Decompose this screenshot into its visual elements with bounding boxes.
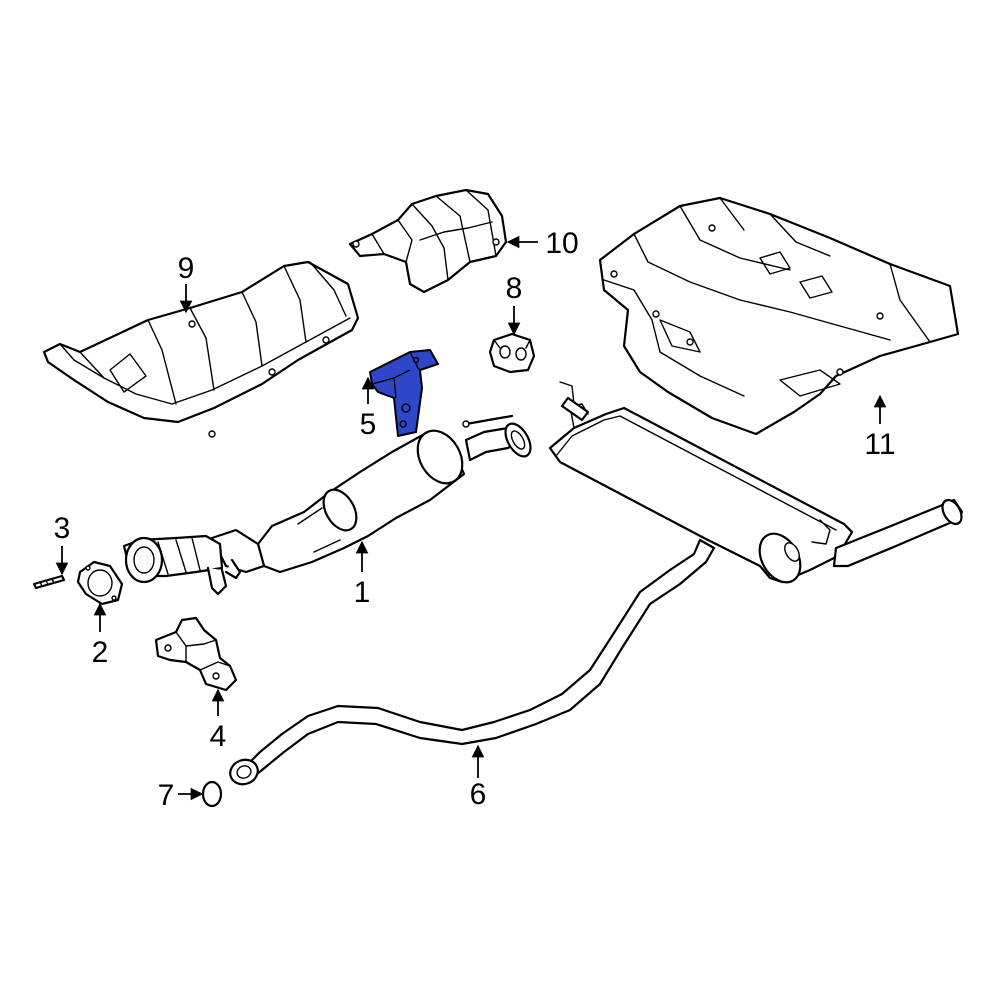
part-9-heat-shield-front[interactable] xyxy=(42,260,360,438)
callout-9: 9 xyxy=(178,252,195,285)
part-5-bracket-highlighted[interactable] xyxy=(369,349,439,437)
part-10-heat-shield-center[interactable] xyxy=(348,188,508,294)
callout-8: 8 xyxy=(506,272,523,305)
callout-6: 6 xyxy=(470,778,487,811)
part-7-o-ring[interactable] xyxy=(201,780,223,808)
callout-10: 10 xyxy=(545,227,578,260)
callout-7: 7 xyxy=(158,779,175,812)
callout-5: 5 xyxy=(360,408,377,441)
callout-2: 2 xyxy=(92,636,109,669)
leader-lines xyxy=(55,235,887,801)
part-3-stud[interactable] xyxy=(32,574,66,590)
part-6-muffler-pipe-assembly[interactable] xyxy=(227,381,966,788)
part-11-heat-shield-rear[interactable] xyxy=(598,196,960,436)
callout-1: 1 xyxy=(354,576,371,609)
callout-11: 11 xyxy=(864,428,895,461)
part-4-support-bracket[interactable] xyxy=(154,616,238,692)
callout-4: 4 xyxy=(210,720,227,753)
part-8-rubber-hanger[interactable] xyxy=(488,332,536,374)
part-2-gasket[interactable] xyxy=(76,560,124,606)
part-1-converter-assembly[interactable] xyxy=(122,414,536,596)
callout-3: 3 xyxy=(54,512,71,545)
callout-labels: 1 2 3 4 5 6 7 8 9 10 11 xyxy=(54,227,896,812)
